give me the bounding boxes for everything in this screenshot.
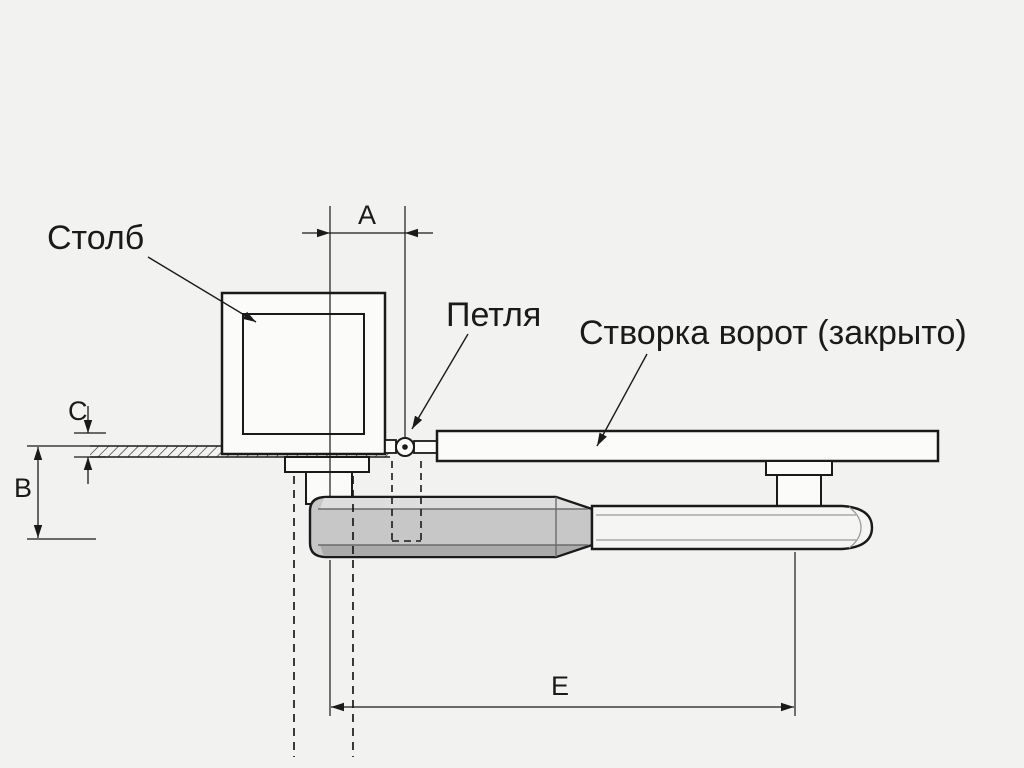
leader-post: [147, 256, 257, 323]
post-inner: [242, 313, 365, 435]
actuator-body: [308, 495, 594, 559]
front-bracket-plate: [765, 460, 833, 476]
leader-hinge: [411, 333, 469, 430]
actuator-rod: [590, 504, 874, 551]
hinge-tab-right: [413, 440, 438, 454]
dim-b-label: B: [14, 473, 32, 503]
dim-c-label: C: [68, 396, 88, 426]
hinge-tab-left: [384, 439, 397, 454]
post-outer: [220, 291, 387, 456]
gate-leaf: [435, 429, 940, 463]
leader-gate-leaf: [596, 353, 648, 447]
hinge-pin: [402, 444, 408, 450]
dim-a-label: A: [358, 200, 376, 230]
post-bracket-plate: [284, 456, 370, 473]
actuator-body-top-face: [320, 498, 588, 509]
dim-e-label: E: [551, 671, 569, 701]
front-bracket-block: [776, 474, 822, 508]
actuator-body-bottom-face: [320, 545, 588, 556]
actuator-rod-end-arc: [848, 506, 862, 549]
label-gate-leaf: Створка ворот (закрыто): [579, 314, 967, 352]
label-hinge: Петля: [446, 296, 541, 334]
label-post: Столб: [47, 219, 144, 257]
